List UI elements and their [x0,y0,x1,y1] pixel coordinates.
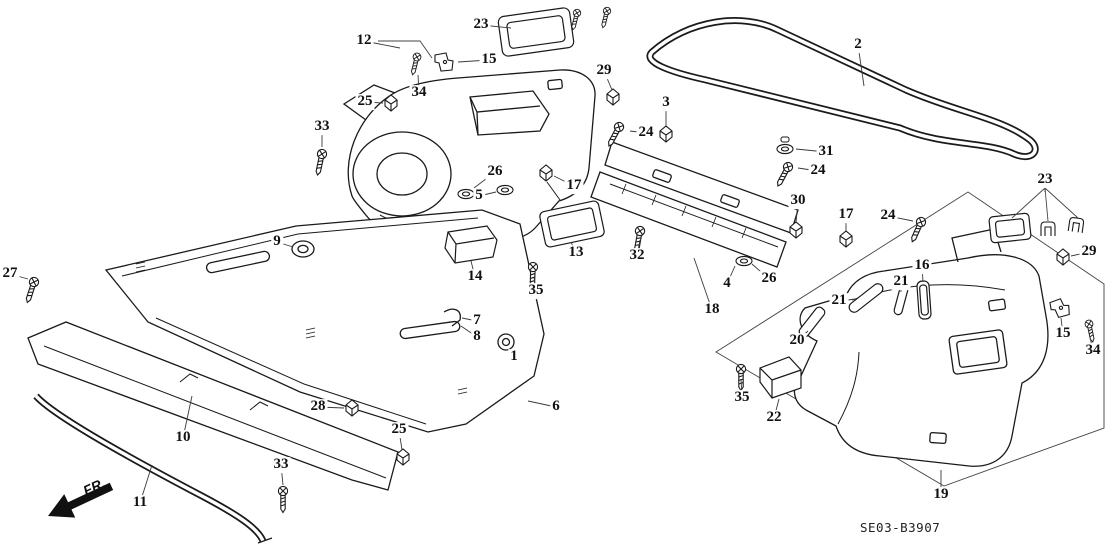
part-label-11: 11 [130,494,150,511]
pad-23-right [988,212,1032,244]
rear-shelf-drawing [104,209,545,433]
screw-33-top [312,147,329,177]
clip-29-right [1056,248,1070,266]
small-trim-pieces [759,280,932,399]
part-label-6: 6 [550,398,562,415]
trim-16 [916,280,932,320]
part-label-4: 4 [721,275,733,292]
part-label-21: 21 [891,273,911,290]
part-label-23: 23 [471,16,491,33]
part-label-12: 12 [354,32,374,49]
trunk-opening-seal-drawing [646,17,1039,161]
part-label-32: 32 [627,247,647,264]
trim-21a [848,283,884,313]
screw-top-b [598,6,612,30]
part-label-35: 35 [732,389,752,406]
grommet-31 [776,143,794,155]
grommet-1 [497,333,515,351]
part-label-1: 1 [508,348,520,365]
screw-33-bottom [277,485,289,514]
part-label-17: 17 [836,206,856,223]
part-label-19: 19 [931,486,951,503]
part-label-15: 15 [479,51,499,68]
part-label-2: 2 [852,36,864,53]
part-label-15: 15 [1053,325,1073,342]
part-label-9: 9 [271,233,283,250]
box-14 [444,225,498,264]
part-label-30: 30 [788,192,808,209]
bracket-15-right [1048,296,1072,320]
part-label-33: 33 [271,456,291,473]
part-label-16: 16 [912,257,932,274]
part-label-24: 24 [878,207,898,224]
bracket-23-right-b [1067,216,1085,234]
grommet-9 [291,240,315,258]
part-label-25: 25 [389,421,409,438]
screw-27 [22,275,41,305]
leader-line-18 [693,257,713,311]
part-label-27: 27 [0,265,20,282]
grommet-26-right [735,255,753,267]
pad-13 [539,200,605,248]
part-label-5: 5 [473,187,485,204]
part-label-22: 22 [764,409,784,426]
part-label-25: 25 [355,93,375,110]
part-label-29: 29 [1079,243,1099,260]
grommet-5 [496,184,514,196]
part-label-10: 10 [173,429,193,446]
diagram-code: SE03-B3907 [860,520,941,535]
pad-23-left [497,7,575,57]
fr-label: FR. [81,475,108,499]
shelf-lower-panel-drawing [27,321,399,491]
clip-25-bottom [396,448,410,466]
pads-and-brackets [378,7,1085,320]
rear-panel-lining-drawing [590,141,799,268]
clip-29-left [606,88,620,106]
part-label-13: 13 [566,244,586,261]
part-label-17: 17 [564,177,584,194]
part-label-24: 24 [808,162,828,179]
part-label-33: 33 [312,118,332,135]
part-label-26: 26 [759,270,779,287]
part-label-35: 35 [526,282,546,299]
part-label-26: 26 [485,163,505,180]
part-label-20: 20 [787,332,807,349]
part-label-7: 7 [471,312,483,329]
part-label-18: 18 [702,301,722,318]
part-label-23: 23 [1035,171,1055,188]
isolation-box [715,191,1105,487]
part-label-3: 3 [660,94,672,111]
screw-34-top [408,51,423,77]
fr-direction-arrow [48,482,114,518]
bracket-15-left [434,52,454,72]
grommet-26-left [457,188,475,200]
clip-3 [659,125,673,143]
part-label-21: 21 [829,292,849,309]
weatherstrip-drawing [33,393,273,544]
bracket-23-right-a [1040,221,1056,237]
part-label-28: 28 [308,398,328,415]
part-label-8: 8 [471,328,483,345]
part-label-29: 29 [594,62,614,79]
screw-24-c [907,215,928,245]
screw-24-b [773,160,795,189]
part-label-14: 14 [465,268,485,285]
part-label-24: 24 [636,124,656,141]
part-label-34: 34 [409,84,429,101]
clip-17-right [839,230,853,248]
part-label-31: 31 [816,143,836,160]
part-label-34: 34 [1083,342,1103,359]
hook-7-8 [443,308,461,327]
grommet-fasteners [457,136,794,267]
